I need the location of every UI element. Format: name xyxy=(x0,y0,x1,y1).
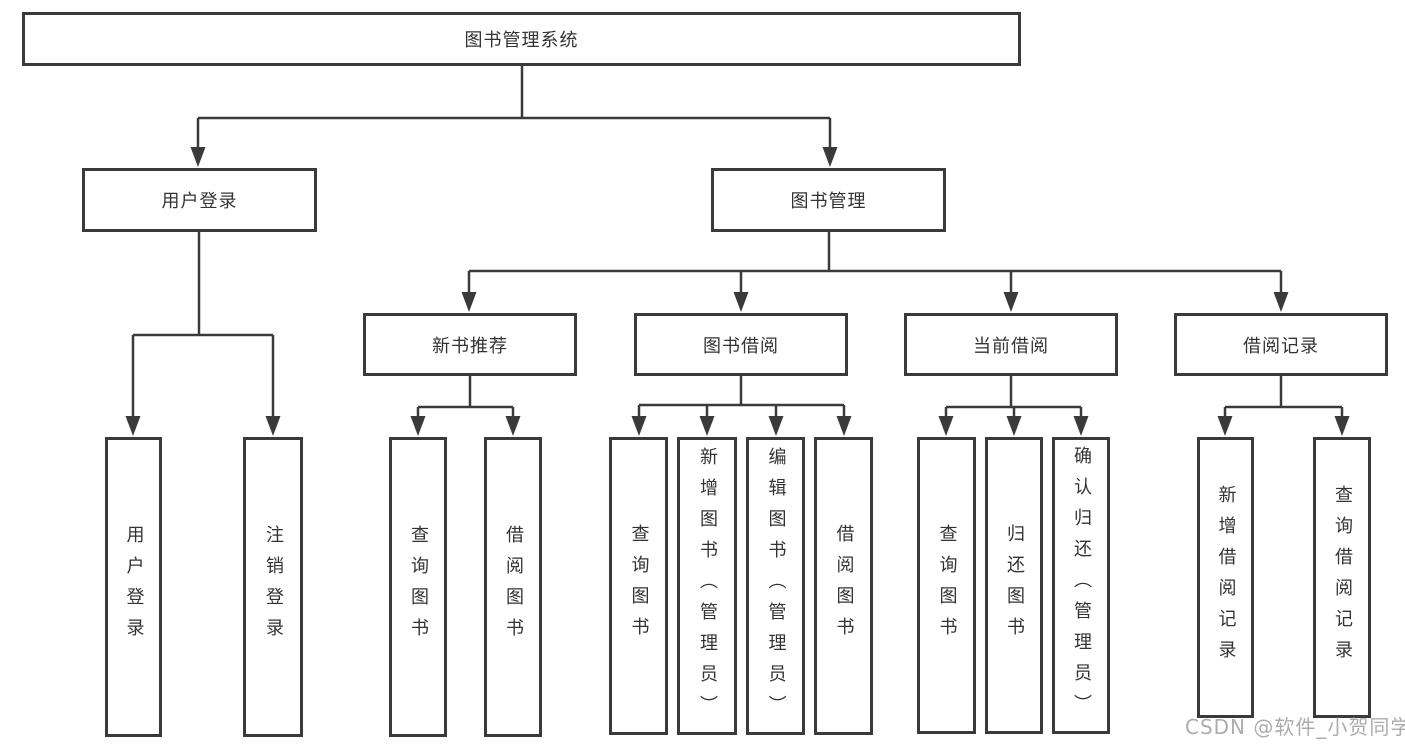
node-label: 当前借阅 xyxy=(973,335,1049,357)
node-user-login: 用户登录 xyxy=(82,168,317,232)
leaf-query-books-borrow: 查询图书 xyxy=(609,437,668,735)
leaf-confirm-return-admin: 确认归还（管理员） xyxy=(1052,437,1110,734)
node-book-management: 图书管理 xyxy=(711,168,946,232)
node-book-borrow: 图书借阅 xyxy=(634,313,848,376)
node-label: 确认归还（管理员） xyxy=(1071,446,1092,725)
leaf-add-borrow-record: 新增借阅记录 xyxy=(1197,437,1254,718)
node-label: 查询图书 xyxy=(936,523,958,648)
leaf-logout: 注销登录 xyxy=(243,437,303,737)
node-label: 图书管理 xyxy=(790,191,867,212)
leaf-add-books-admin: 新增图书（管理员） xyxy=(677,437,737,735)
leaf-borrow-books-recommend: 借阅图书 xyxy=(484,437,542,737)
leaf-borrow-books: 借阅图书 xyxy=(814,437,873,735)
node-borrow-records: 借阅记录 xyxy=(1174,313,1388,376)
node-new-book-recommend: 新书推荐 xyxy=(363,313,577,376)
csdn-watermark: CSDN @软件_小贺同学 xyxy=(1185,715,1405,739)
node-label: 查询图书 xyxy=(408,525,429,649)
node-label: 借阅记录 xyxy=(1243,335,1319,357)
node-label: 新增图书（管理员） xyxy=(697,446,718,726)
node-label: 用户登录 xyxy=(123,525,145,649)
leaf-return-books: 归还图书 xyxy=(985,437,1043,734)
node-label: 编辑图书（管理员） xyxy=(765,446,787,726)
node-label: 图书借阅 xyxy=(703,335,779,357)
leaf-query-books-current: 查询图书 xyxy=(917,437,976,734)
node-label: 新书推荐 xyxy=(432,335,508,357)
node-label: 新增借阅记录 xyxy=(1215,484,1237,671)
leaf-query-borrow-record: 查询借阅记录 xyxy=(1313,437,1371,718)
node-label: 借阅图书 xyxy=(833,524,855,648)
node-label: 归还图书 xyxy=(1004,523,1025,648)
node-label: 查询图书 xyxy=(628,524,650,648)
leaf-query-books-recommend: 查询图书 xyxy=(389,437,447,737)
node-current-borrow: 当前借阅 xyxy=(904,313,1118,376)
node-label: 图书管理系统 xyxy=(464,30,579,51)
leaf-edit-books-admin: 编辑图书（管理员） xyxy=(746,437,805,735)
node-label: 借阅图书 xyxy=(503,525,524,649)
node-label: 用户登录 xyxy=(161,191,238,212)
leaf-user-login: 用户登录 xyxy=(105,437,162,737)
node-label: 注销登录 xyxy=(263,525,284,649)
node-root-system: 图书管理系统 xyxy=(22,12,1021,66)
node-label: 查询借阅记录 xyxy=(1332,484,1353,671)
